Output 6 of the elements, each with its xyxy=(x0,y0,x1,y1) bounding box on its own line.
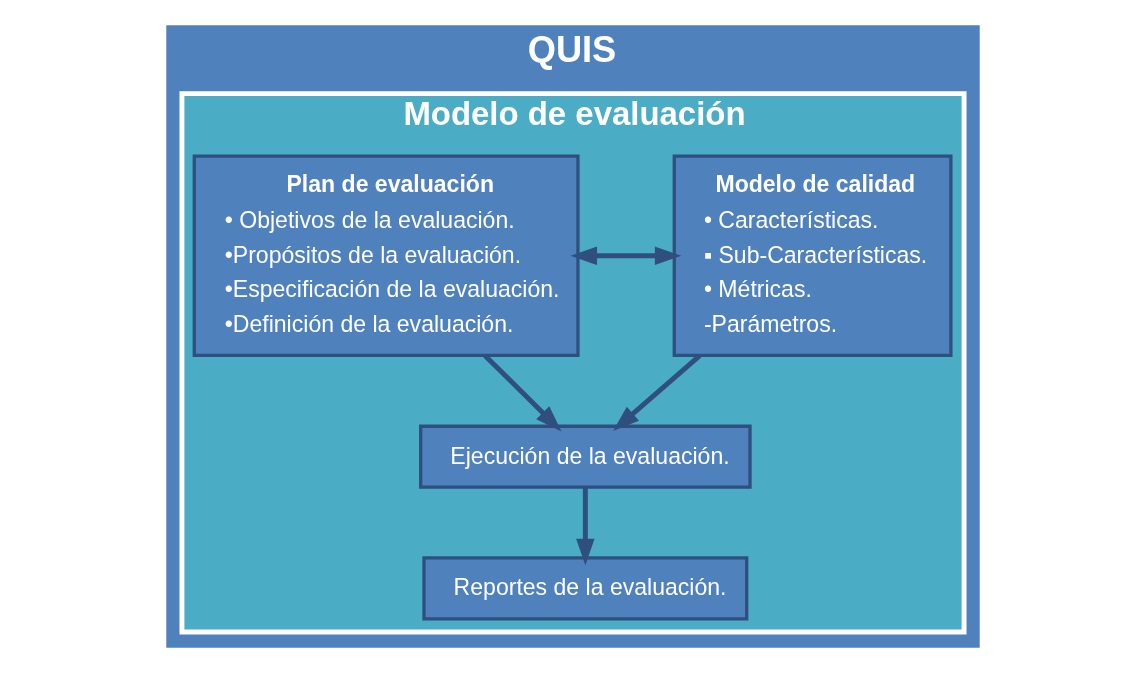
node-box: Ejecución de la evaluación. xyxy=(419,424,752,489)
node-box: Plan de evaluación • Objetivos de la evaluación. •Propósitos de la evaluación. •Especificación de la evaluación. •Definición de la evaluación. xyxy=(192,154,580,358)
arrow xyxy=(576,487,595,566)
node-box: Reportes de la evaluación. xyxy=(422,556,749,621)
arrow xyxy=(570,246,682,266)
node-box: Modelo de calidad • Características. ▪ Sub-Características. • Métricas. -Parámetros. xyxy=(672,154,953,358)
